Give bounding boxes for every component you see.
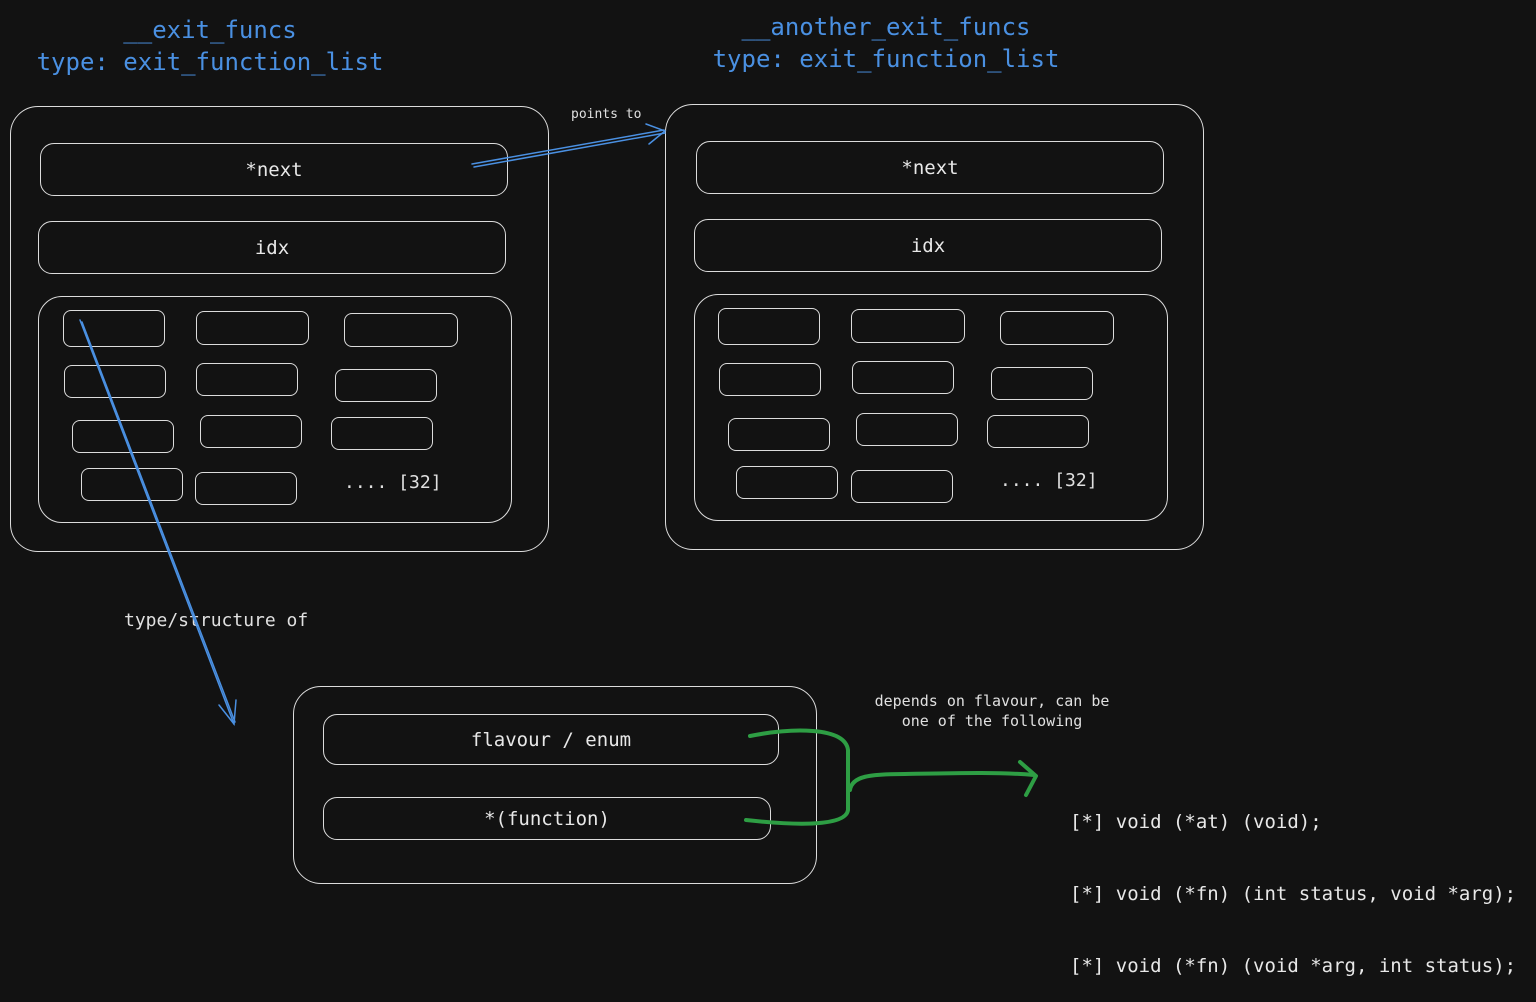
left-struct-box bbox=[10, 106, 549, 552]
left-next-label: *next bbox=[245, 158, 303, 181]
depends-note: depends on flavour, can be one of the fo… bbox=[850, 691, 1134, 731]
right-array-cell bbox=[856, 413, 958, 446]
left-idx-field: idx bbox=[38, 221, 506, 274]
signature-item: [*] void (*at) (void); bbox=[1070, 811, 1322, 833]
left-array-cell bbox=[81, 468, 183, 501]
right-array-cell bbox=[718, 308, 820, 345]
left-array-cell bbox=[335, 369, 437, 402]
signature-item: [*] void (*fn) (int status, void *arg); bbox=[1070, 883, 1517, 905]
right-array-cell bbox=[719, 363, 821, 396]
right-struct-type: type: exit_function_list bbox=[712, 45, 1060, 73]
right-struct-title: __another_exit_funcs type: exit_function… bbox=[696, 11, 1076, 75]
left-idx-label: idx bbox=[254, 236, 290, 259]
left-struct-title: __exit_funcs type: exit_function_list bbox=[20, 14, 400, 78]
right-idx-field: idx bbox=[694, 219, 1162, 272]
flavour-field: flavour / enum bbox=[323, 714, 779, 765]
right-array-cell bbox=[728, 418, 830, 451]
left-array-cell bbox=[63, 310, 165, 347]
right-array-cell bbox=[852, 361, 954, 394]
left-array-more-label: .... [32] bbox=[344, 472, 442, 493]
left-struct-name: __exit_funcs bbox=[123, 16, 297, 44]
function-field: *(function) bbox=[323, 797, 771, 840]
left-array-cell bbox=[72, 420, 174, 453]
right-array-cell bbox=[1000, 311, 1114, 345]
right-next-label: *next bbox=[901, 156, 959, 179]
left-array-cell bbox=[331, 417, 433, 450]
depends-note-line2: one of the following bbox=[901, 712, 1083, 730]
left-struct-type: type: exit_function_list bbox=[36, 48, 384, 76]
left-array-cell bbox=[195, 472, 297, 505]
right-array-more-label: .... [32] bbox=[1000, 470, 1098, 491]
right-array-cell bbox=[851, 309, 965, 343]
left-next-field: *next bbox=[40, 143, 508, 196]
left-array-cell bbox=[200, 415, 302, 448]
type-structure-label: type/structure of bbox=[124, 610, 309, 631]
points-to-label: points to bbox=[571, 107, 642, 122]
right-next-field: *next bbox=[696, 141, 1164, 194]
left-array-cell bbox=[344, 313, 458, 347]
left-array-cell bbox=[64, 365, 166, 398]
left-array-cell bbox=[196, 363, 298, 396]
right-array-cell bbox=[991, 367, 1093, 400]
depends-note-line1: depends on flavour, can be bbox=[874, 692, 1110, 710]
right-struct-name: __another_exit_funcs bbox=[741, 13, 1031, 41]
left-array-box bbox=[38, 296, 512, 523]
right-struct-box bbox=[665, 104, 1204, 550]
right-array-box bbox=[694, 294, 1168, 521]
signature-item: [*] void (*fn) (void *arg, int status); bbox=[1070, 955, 1517, 977]
right-array-cell bbox=[987, 415, 1089, 448]
left-array-cell bbox=[196, 311, 309, 345]
function-label: *(function) bbox=[484, 807, 610, 830]
flavour-label: flavour / enum bbox=[470, 728, 632, 751]
signature-list: [*] void (*at) (void); [*] void (*fn) (i… bbox=[1070, 762, 1516, 1002]
right-array-cell bbox=[736, 466, 838, 499]
right-idx-label: idx bbox=[910, 234, 946, 257]
right-array-cell bbox=[851, 470, 953, 503]
